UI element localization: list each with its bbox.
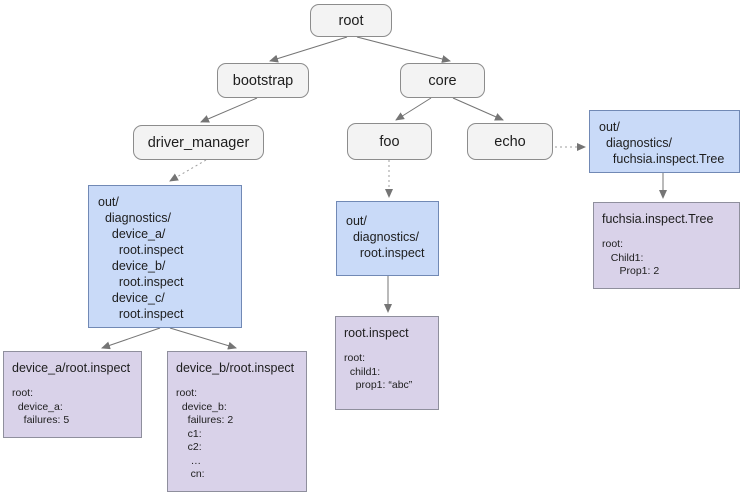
inspect-file-device-b-content: root: device_b: failures: 2 c1: c2: … cn… <box>176 387 234 480</box>
inspect-file-device-a: device_a/root.inspect root: device_a: fa… <box>3 351 142 438</box>
inspect-file-device-b-title: device_b/root.inspect <box>176 361 295 375</box>
inspect-file-fuchsia-tree-title: fuchsia.inspect.Tree <box>602 212 714 226</box>
node-root: root <box>310 4 392 37</box>
inspect-file-root-inspect-content: root: child1: prop1: “abc” <box>344 352 413 391</box>
node-root-label: root <box>338 12 364 29</box>
node-bootstrap-label: bootstrap <box>232 72 294 89</box>
inspect-file-device-a-title: device_a/root.inspect <box>12 361 131 375</box>
node-core-label: core <box>428 72 457 89</box>
node-driver-manager: driver_manager <box>133 125 264 160</box>
inspect-file-fuchsia-tree-content: root: Child1: Prop1: 2 <box>602 238 660 277</box>
node-driver-manager-label: driver_manager <box>147 134 250 151</box>
node-core: core <box>400 63 485 98</box>
node-echo: echo <box>467 123 553 160</box>
node-foo-label: foo <box>379 133 400 150</box>
file-listing-echo-out: out/ diagnostics/ fuchsia.inspect.Tree <box>589 110 740 173</box>
node-echo-label: echo <box>494 133 526 150</box>
inspect-file-fuchsia-tree: fuchsia.inspect.Tree root: Child1: Prop1… <box>593 202 740 289</box>
inspect-file-device-a-content: root: device_a: failures: 5 <box>12 387 70 426</box>
inspect-file-root-inspect-title: root.inspect <box>344 326 409 340</box>
node-bootstrap: bootstrap <box>217 63 309 98</box>
inspect-file-device-b: device_b/root.inspect root: device_b: fa… <box>167 351 307 492</box>
file-listing-foo-out: out/ diagnostics/ root.inspect <box>336 201 439 276</box>
file-listing-driver-manager-out: out/ diagnostics/ device_a/ root.inspect… <box>88 185 242 328</box>
node-foo: foo <box>347 123 432 160</box>
inspect-file-root-inspect: root.inspect root: child1: prop1: “abc” <box>335 316 439 410</box>
